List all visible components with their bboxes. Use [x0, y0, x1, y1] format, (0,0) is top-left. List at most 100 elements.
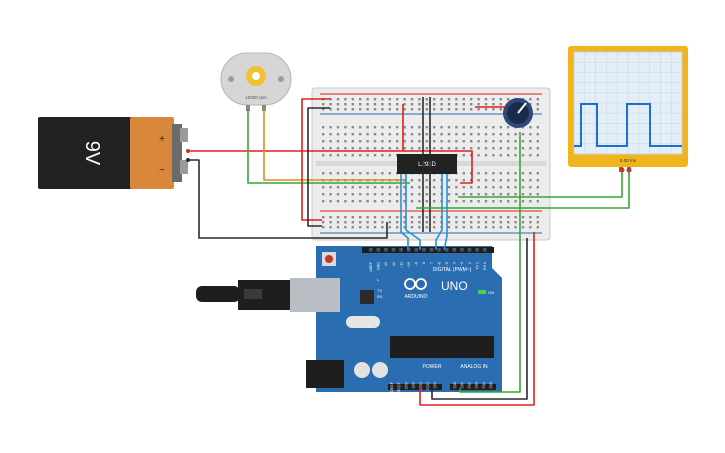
header-pin[interactable] [390, 385, 394, 389]
breadboard-hole[interactable] [492, 126, 495, 129]
breadboard-hole[interactable] [507, 98, 510, 101]
breadboard-hole[interactable] [366, 200, 369, 203]
breadboard-hole[interactable] [492, 179, 495, 182]
breadboard-hole[interactable] [403, 108, 406, 111]
breadboard-hole[interactable] [492, 147, 495, 150]
breadboard-hole[interactable] [418, 140, 421, 143]
breadboard-hole[interactable] [536, 98, 539, 101]
breadboard-hole[interactable] [381, 98, 384, 101]
breadboard-hole[interactable] [529, 221, 532, 224]
breadboard-hole[interactable] [529, 186, 532, 189]
breadboard-hole[interactable] [396, 103, 399, 106]
breadboard-hole[interactable] [351, 140, 354, 143]
breadboard-hole[interactable] [344, 193, 347, 196]
breadboard-hole[interactable] [514, 221, 517, 224]
breadboard-hole[interactable] [477, 186, 480, 189]
header-pin[interactable] [467, 248, 472, 252]
breadboard-hole[interactable] [447, 179, 451, 182]
breadboard-hole[interactable] [359, 103, 362, 106]
breadboard-hole[interactable] [470, 226, 473, 229]
battery-9v[interactable]: 9V + − [38, 117, 188, 189]
header-pin[interactable] [460, 385, 464, 389]
breadboard-hole[interactable] [359, 216, 362, 219]
breadboard-hole[interactable] [477, 147, 480, 150]
breadboard-hole[interactable] [373, 147, 377, 150]
breadboard-hole[interactable] [410, 179, 414, 182]
header-pin[interactable] [426, 385, 430, 389]
breadboard-hole[interactable] [366, 154, 369, 157]
breadboard-hole[interactable] [507, 221, 510, 224]
breadboard-hole[interactable] [359, 226, 362, 229]
breadboard-hole[interactable] [403, 216, 406, 219]
breadboard-hole[interactable] [521, 200, 525, 203]
breadboard-hole[interactable] [410, 226, 414, 229]
breadboard-hole[interactable] [373, 154, 377, 157]
breadboard-hole[interactable] [499, 98, 502, 101]
breadboard-hole[interactable] [536, 103, 539, 106]
breadboard-hole[interactable] [477, 126, 480, 129]
breadboard-hole[interactable] [329, 140, 332, 143]
breadboard-hole[interactable] [351, 200, 354, 203]
breadboard-hole[interactable] [492, 133, 495, 136]
breadboard-hole[interactable] [366, 140, 369, 143]
breadboard-hole[interactable] [433, 108, 436, 111]
breadboard-hole[interactable] [536, 108, 539, 111]
header-pin[interactable] [481, 385, 486, 389]
breadboard-hole[interactable] [455, 133, 458, 136]
breadboard-hole[interactable] [388, 200, 391, 203]
breadboard-hole[interactable] [484, 186, 488, 189]
breadboard-hole[interactable] [470, 98, 473, 101]
breadboard-hole[interactable] [477, 103, 480, 106]
breadboard-hole[interactable] [447, 200, 451, 203]
breadboard-hole[interactable] [418, 147, 421, 150]
breadboard-hole[interactable] [418, 98, 421, 101]
breadboard-hole[interactable] [521, 133, 525, 136]
breadboard-hole[interactable] [484, 216, 488, 219]
breadboard-hole[interactable] [499, 193, 502, 196]
breadboard-hole[interactable] [521, 126, 525, 129]
breadboard-hole[interactable] [514, 172, 517, 175]
breadboard-hole[interactable] [470, 126, 473, 129]
breadboard-hole[interactable] [396, 140, 399, 143]
breadboard-hole[interactable] [425, 103, 428, 106]
breadboard-hole[interactable] [396, 216, 399, 219]
header-pin[interactable] [437, 248, 441, 252]
breadboard-hole[interactable] [322, 200, 325, 203]
breadboard-hole[interactable] [329, 154, 332, 157]
breadboard-hole[interactable] [425, 186, 428, 189]
breadboard-hole[interactable] [336, 147, 340, 150]
breadboard-hole[interactable] [492, 140, 495, 143]
breadboard-hole[interactable] [521, 216, 525, 219]
breadboard-hole[interactable] [447, 186, 451, 189]
breadboard-hole[interactable] [351, 154, 354, 157]
header-pin[interactable] [433, 385, 437, 389]
breadboard-hole[interactable] [470, 186, 473, 189]
breadboard-hole[interactable] [373, 140, 377, 143]
header-pin[interactable] [418, 385, 423, 389]
breadboard-hole[interactable] [344, 98, 347, 101]
breadboard-hole[interactable] [462, 126, 465, 129]
breadboard-hole[interactable] [536, 133, 539, 136]
header-pin[interactable] [483, 248, 487, 252]
breadboard-hole[interactable] [373, 216, 377, 219]
breadboard-hole[interactable] [433, 200, 436, 203]
breadboard-hole[interactable] [381, 126, 384, 129]
breadboard-hole[interactable] [396, 200, 399, 203]
breadboard-hole[interactable] [359, 108, 362, 111]
breadboard-hole[interactable] [418, 221, 421, 224]
breadboard-hole[interactable] [433, 216, 436, 219]
breadboard-hole[interactable] [477, 179, 480, 182]
breadboard-hole[interactable] [336, 154, 340, 157]
breadboard-hole[interactable] [492, 221, 495, 224]
breadboard-hole[interactable] [410, 98, 414, 101]
breadboard-hole[interactable] [410, 193, 414, 196]
breadboard-hole[interactable] [373, 221, 377, 224]
breadboard-hole[interactable] [440, 147, 443, 150]
breadboard-hole[interactable] [344, 126, 347, 129]
breadboard-hole[interactable] [433, 186, 436, 189]
breadboard-hole[interactable] [410, 186, 414, 189]
breadboard-hole[interactable] [499, 186, 502, 189]
breadboard-hole[interactable] [462, 186, 465, 189]
breadboard-hole[interactable] [322, 133, 325, 136]
breadboard-hole[interactable] [410, 140, 414, 143]
